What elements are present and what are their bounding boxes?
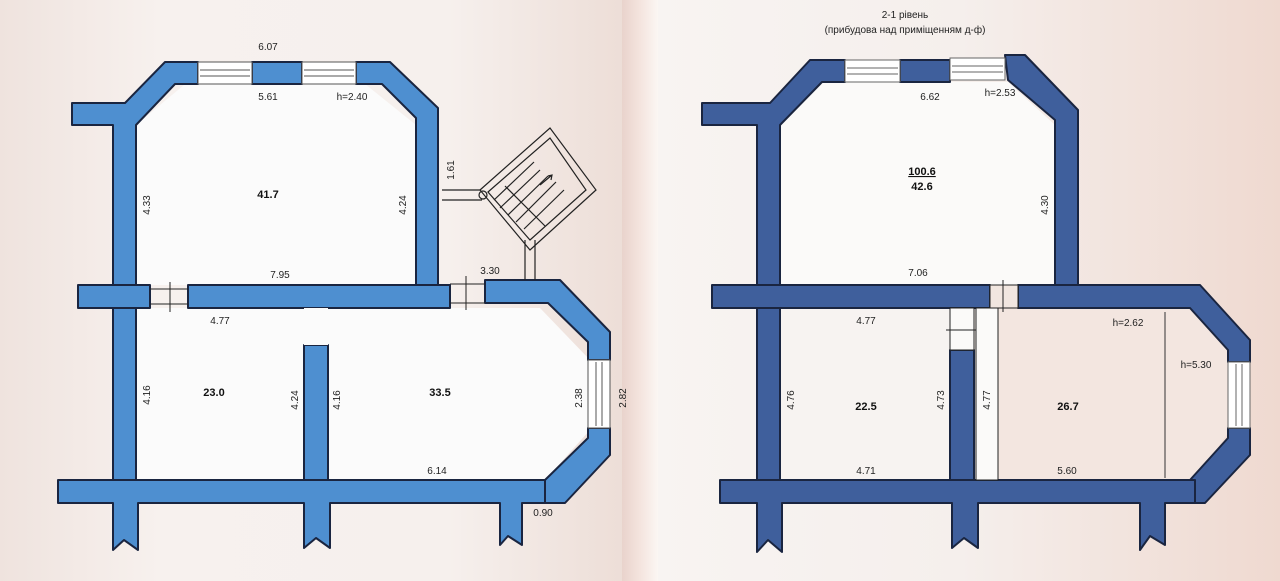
room-upper-left-plan (136, 80, 416, 285)
room-lower-left-left-plan (136, 308, 304, 480)
level-title: 2-1 рівень (882, 10, 929, 21)
door-partition-r (949, 307, 975, 351)
dim-bottom-wall: 6.14 (427, 466, 447, 477)
dim-partition-right: 4.16 (332, 390, 343, 410)
area-upper-total-r: 100.6 (908, 166, 936, 178)
dim-partition-left: 4.24 (290, 390, 301, 410)
window-bay-r (1227, 361, 1251, 429)
dim-stair-side: 1.61 (446, 160, 457, 180)
dim-bay-inner: 2.38 (574, 388, 585, 408)
area-upper: 41.7 (257, 189, 278, 201)
area-lower-right-r: 26.7 (1057, 401, 1078, 413)
dim-left-wall-lower: 4.16 (142, 385, 153, 405)
wall-top-middle-r (899, 59, 951, 83)
dim-window-height-r: h=2.53 (985, 88, 1016, 99)
dim-window-height: h=2.40 (337, 92, 368, 103)
dim-bottom-left-r: 4.71 (856, 466, 876, 477)
window-top-1-r (844, 59, 901, 83)
dim-lower-left-top: 4.77 (210, 316, 230, 327)
window-top-1 (197, 61, 253, 85)
dim-mid-wall: 7.95 (270, 270, 290, 281)
wall-left-lower-r (756, 307, 781, 481)
dim-stair-door: 3.30 (480, 266, 500, 277)
room-upper-right-plan (780, 82, 1055, 285)
windows-right-plan (844, 57, 1251, 429)
dim-corner: 0.90 (533, 508, 553, 519)
dim-bay-outer: 2.82 (618, 388, 629, 408)
area-lower-right: 33.5 (429, 387, 450, 399)
dim-top-outer: 6.07 (258, 42, 278, 53)
window-top-2-r (949, 57, 1006, 81)
window-top-2 (301, 61, 357, 85)
dim-height-high-r: h=5.30 (1181, 360, 1212, 371)
wall-bottom-r (719, 479, 1196, 553)
dim-right-wall-upper: 4.24 (398, 195, 409, 215)
area-lower-left: 23.0 (203, 387, 224, 399)
dim-partition-right-r: 4.77 (982, 390, 993, 410)
wall-top-left (71, 61, 199, 286)
room-lower-right-left-plan (328, 308, 590, 480)
area-upper-r: 42.6 (911, 181, 932, 193)
dim-left-wall-upper: 4.33 (142, 195, 153, 215)
level-subtitle: (прибудова над приміщенням д-ф) (825, 24, 986, 36)
wall-left-lower (112, 307, 137, 481)
wall-mid (187, 284, 451, 309)
wall-bottom (57, 479, 546, 551)
dim-bottom-right-r: 5.60 (1057, 466, 1077, 477)
right-floor-plan: 2-1 рівень (прибудова над приміщенням д-… (701, 10, 1251, 553)
dim-lower-left-top-r: 4.77 (856, 316, 876, 327)
door-mid-r (989, 284, 1019, 309)
dim-partition-left-r: 4.73 (936, 390, 947, 410)
wall-top-left-r (701, 59, 846, 286)
dim-top-inner-r: 6.62 (920, 92, 940, 103)
dim-top-inner: 5.61 (258, 92, 278, 103)
wall-partition-r (949, 349, 975, 481)
wall-mid-left-stub-r (711, 284, 991, 309)
corridor-strip (975, 307, 999, 481)
window-bay (587, 359, 611, 429)
dim-right-wall-upper-r: 4.30 (1040, 195, 1051, 215)
wall-top-middle (251, 61, 303, 85)
dim-left-wall-lower-r: 4.76 (786, 390, 797, 410)
wall-partition (303, 344, 329, 481)
staircase (442, 127, 597, 280)
area-lower-left-r: 22.5 (855, 401, 876, 413)
left-floor-plan: 6.07 5.61 h=2.40 4.33 4.24 1.61 41.7 7.9… (57, 42, 629, 551)
page-fold (622, 0, 658, 581)
room-lower-right-right-plan (998, 308, 1230, 480)
dim-height-low-r: h=2.62 (1113, 318, 1144, 329)
room-lower-left-right-plan (780, 308, 950, 480)
wall-mid-left-stub (77, 284, 151, 309)
dim-mid-wall-r: 7.06 (908, 268, 928, 279)
windows-left-plan (197, 61, 611, 429)
door-partition-opening (304, 308, 328, 345)
